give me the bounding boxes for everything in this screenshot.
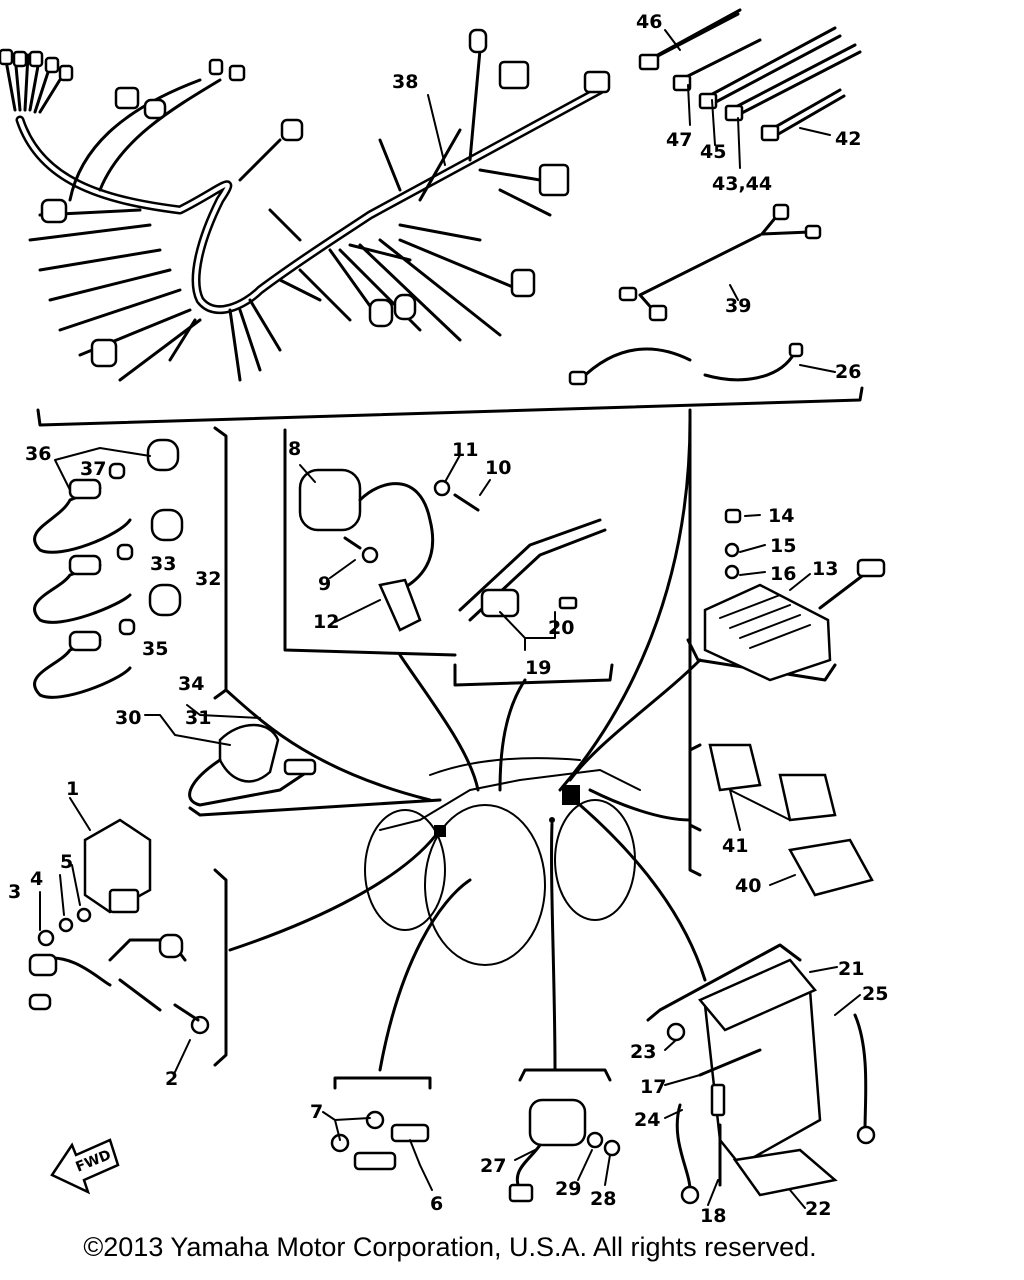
connector-covers <box>688 743 874 897</box>
part-number-label: 45 <box>700 141 726 163</box>
cdi-unit <box>28 818 228 1067</box>
part-number-label: 13 <box>812 558 838 580</box>
part-number-label: 19 <box>525 657 551 679</box>
sub-harness <box>618 203 822 322</box>
part-number-label: 3 <box>8 881 21 903</box>
part-number-label: 16 <box>770 563 796 585</box>
part-number-label: 20 <box>548 617 574 639</box>
part-number-label: 18 <box>700 1205 726 1227</box>
label-leaders <box>39 29 861 1209</box>
part-number-label: 1 <box>66 778 79 800</box>
part-number-labels: 46 47 45 43,44 42 38 39 26 36 37 33 32 3… <box>8 11 888 1227</box>
part-number-label: 42 <box>835 128 861 150</box>
turn-relay <box>508 1068 621 1203</box>
copyright-notice: ©2013 Yamaha Motor Corporation, U.S.A. A… <box>83 1232 817 1262</box>
part-number-label: 39 <box>725 295 751 317</box>
part-number-label: 21 <box>838 958 864 980</box>
rectifier <box>686 508 886 682</box>
part-number-label: 7 <box>310 1101 323 1123</box>
part-number-label: 17 <box>640 1076 666 1098</box>
part-number-label: 4 <box>30 868 43 890</box>
part-number-label: 12 <box>313 611 339 633</box>
part-number-label: 22 <box>805 1198 831 1220</box>
forward-arrow-icon: FWD <box>50 1138 120 1195</box>
part-number-label: 25 <box>862 983 888 1005</box>
part-number-label: 36 <box>25 443 51 465</box>
part-number-label: 29 <box>555 1178 581 1200</box>
ignition-coil <box>283 428 480 657</box>
starter-relay <box>453 518 614 687</box>
part-number-label: 24 <box>634 1109 660 1131</box>
part-number-label: 47 <box>666 129 692 151</box>
part-number-label: 28 <box>590 1188 616 1210</box>
lead-wire <box>568 342 804 386</box>
part-number-label: 40 <box>735 875 761 897</box>
diagram-canvas: FWD 46 47 45 43,44 42 38 39 26 36 37 33 … <box>0 8 888 1227</box>
part-number-label: 43,44 <box>712 173 772 195</box>
part-number-label: 35 <box>142 638 168 660</box>
part-number-label: 9 <box>318 573 331 595</box>
part-number-label: 10 <box>485 457 511 479</box>
part-number-label: 15 <box>770 535 796 557</box>
atv-outline <box>364 757 641 966</box>
cable-ties <box>638 8 862 142</box>
part-number-label: 37 <box>80 458 106 480</box>
battery-group <box>646 943 876 1205</box>
part-number-label: 27 <box>480 1155 506 1177</box>
part-number-label: 46 <box>636 11 662 33</box>
part-number-label: 6 <box>430 1193 443 1215</box>
wire-harness <box>0 28 611 382</box>
part-number-label: 30 <box>115 707 141 729</box>
part-number-label: 5 <box>60 851 73 873</box>
part-number-label: 34 <box>178 673 204 695</box>
leader-lines <box>224 418 707 1072</box>
part-number-label: 2 <box>165 1068 178 1090</box>
part-number-label: 8 <box>288 438 301 460</box>
part-number-label: 38 <box>392 71 418 93</box>
sensors-group <box>33 426 228 700</box>
part-number-label: 32 <box>195 568 221 590</box>
part-number-label: 23 <box>630 1041 656 1063</box>
part-number-label: 41 <box>722 835 748 857</box>
part-number-label: 31 <box>185 707 211 729</box>
neutral-switch <box>188 723 442 817</box>
part-number-label: 11 <box>452 439 478 461</box>
part-number-label: 26 <box>835 361 861 383</box>
bolts-group <box>330 1076 432 1171</box>
part-number-label: 14 <box>768 505 794 527</box>
part-number-label: 33 <box>150 553 176 575</box>
